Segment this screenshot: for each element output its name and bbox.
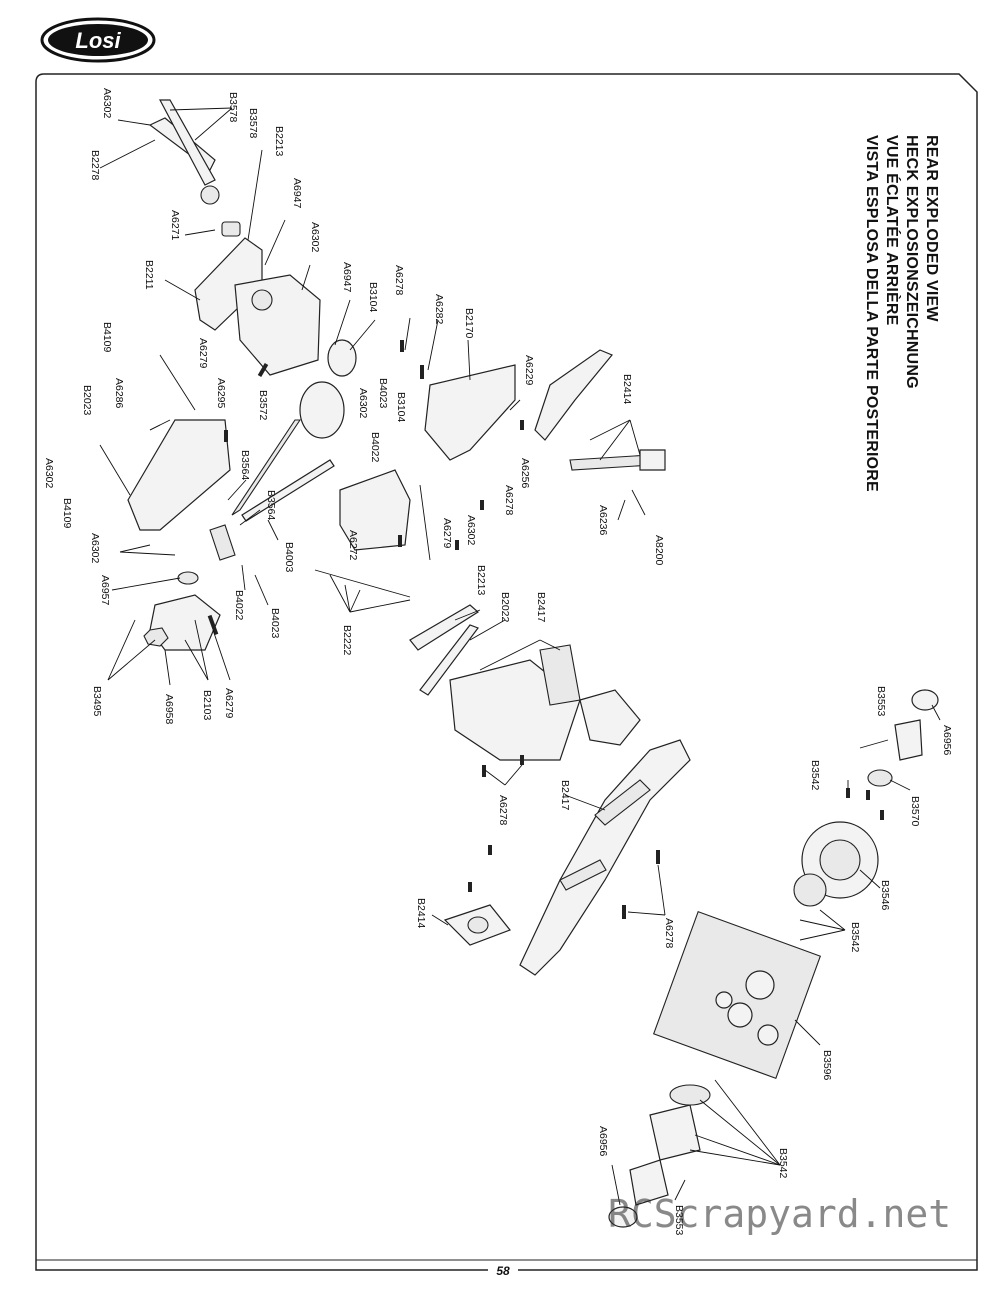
part-label: A6957: [99, 575, 111, 606]
part-label: B3596: [821, 1050, 833, 1081]
part-label: B4109: [61, 498, 73, 529]
part-label: B2417: [535, 592, 547, 623]
part-label: A6256: [519, 458, 531, 489]
part-label: B4022: [233, 590, 245, 621]
part-label: B4023: [269, 608, 281, 639]
part-label: A6302: [89, 533, 101, 564]
part-label: B2023: [81, 385, 93, 416]
part-label: B2278: [89, 150, 101, 181]
part-label: B3570: [909, 796, 921, 827]
leader-lines: [99, 107, 941, 1206]
part-label: A6286: [113, 378, 125, 409]
losi-logo: Losi: [40, 17, 156, 63]
part-label: B4023: [377, 378, 389, 409]
part-label: B2103: [201, 690, 213, 721]
part-label: B2170: [463, 308, 475, 339]
part-label: A6956: [597, 1126, 609, 1157]
part-label: A6302: [101, 88, 113, 119]
part-label: A6947: [291, 178, 303, 209]
part-label: A6236: [597, 505, 609, 536]
part-label: A6302: [309, 222, 321, 253]
part-label: B2213: [475, 565, 487, 596]
part-label: B3104: [395, 392, 407, 423]
part-label: B4022: [369, 432, 381, 463]
part-label: A6279: [197, 338, 209, 369]
part-label: A6272: [347, 530, 359, 561]
part-label: B3578: [247, 108, 259, 139]
part-label: B4003: [283, 542, 295, 573]
watermark: RCScrapyard.net: [608, 1192, 952, 1236]
part-label: B3578: [227, 92, 239, 123]
part-label: A6956: [941, 725, 953, 756]
page-frame: [35, 73, 978, 1271]
part-label: B2414: [621, 374, 633, 405]
part-label: B4109: [101, 322, 113, 353]
part-label: B3546: [879, 880, 891, 911]
part-label: A8200: [653, 535, 665, 566]
part-label: A6278: [497, 795, 509, 826]
part-label: A6229: [523, 355, 535, 386]
part-label: B2222: [341, 625, 353, 656]
part-label: B3495: [91, 686, 103, 717]
part-label: B3572: [257, 390, 269, 421]
part-label: A6279: [441, 518, 453, 549]
part-label: B2414: [415, 898, 427, 929]
logo-text: Losi: [75, 28, 121, 53]
part-label: B2417: [559, 780, 571, 811]
part-label: B2213: [273, 126, 285, 157]
part-label: B2211: [143, 260, 155, 290]
part-label: B3564: [239, 450, 251, 481]
part-label: B3553: [875, 686, 887, 717]
part-label: B3104: [367, 282, 379, 313]
part-label: B2022: [499, 592, 511, 623]
parts-drawing: [99, 99, 939, 1228]
part-label: A6958: [163, 694, 175, 725]
part-label: B3542: [849, 922, 861, 953]
part-label: A6302: [357, 388, 369, 419]
part-label: A6282: [433, 294, 445, 325]
part-label: A6278: [663, 918, 675, 949]
part-labels: A6302 B3578 B3578 B2278 B2213 A6947 A627…: [43, 88, 953, 1236]
part-label: A6302: [43, 458, 55, 489]
part-label: A6279: [223, 688, 235, 719]
page-number: 58: [488, 1264, 518, 1278]
part-label: B3542: [809, 760, 821, 791]
part-label: A6295: [215, 378, 227, 409]
part-label: B3564: [265, 490, 277, 521]
part-label: B3553: [673, 1205, 685, 1236]
part-label: A6947: [341, 262, 353, 293]
part-label: A6278: [503, 485, 515, 516]
part-label: A6271: [169, 210, 181, 241]
part-label: A6278: [393, 265, 405, 296]
part-label: B3542: [777, 1148, 789, 1179]
part-label: A6302: [465, 515, 477, 546]
